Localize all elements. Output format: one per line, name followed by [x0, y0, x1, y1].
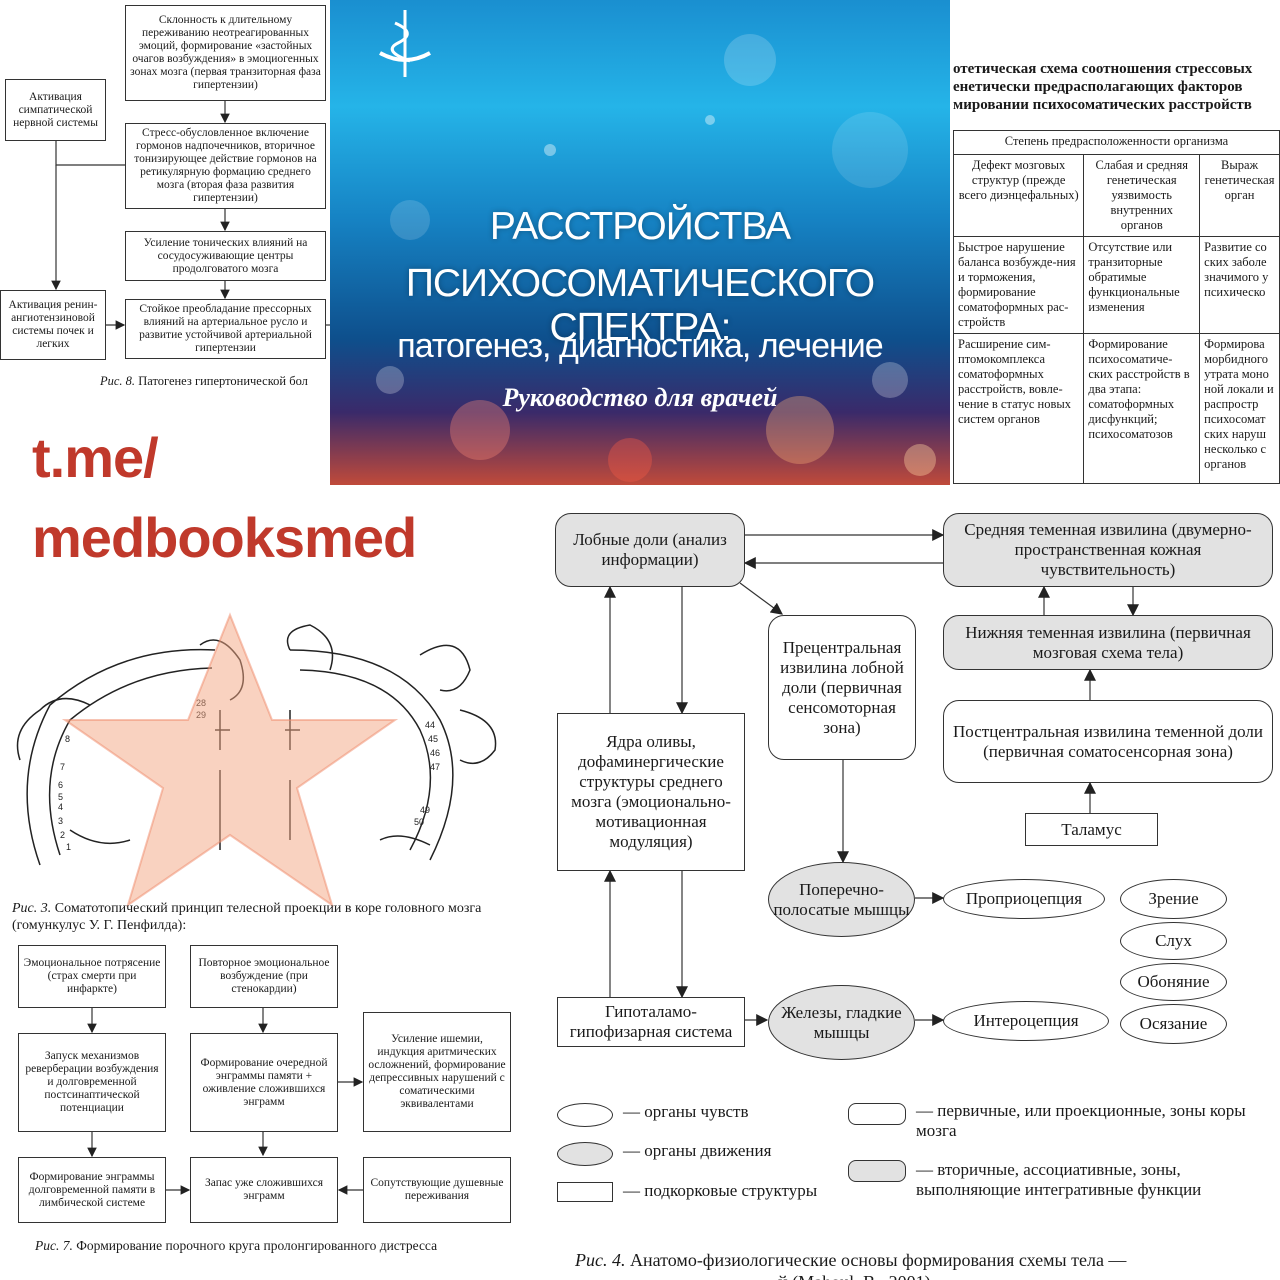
mid-parietal-box: Средняя теменная извилина (двумерно-прос…	[943, 513, 1273, 587]
distress-box-shock: Эмоциональное потрясение (страх смерти п…	[18, 945, 166, 1008]
hypertension-box-tonic: Усиление тонических влияний на сосудосуж…	[125, 231, 326, 281]
svg-text:5: 5	[58, 792, 63, 802]
legend-primary-label: — первичные, или проекционные, зоны коры…	[916, 1101, 1246, 1140]
table-cell: Формирова морбидного утрата моно ной лок…	[1199, 333, 1280, 484]
star-watermark-icon	[61, 612, 399, 908]
svg-text:45: 45	[428, 734, 438, 744]
table-col-header: Выраж генетическая орган	[1199, 154, 1280, 237]
distress-box-engram-stock: Запас уже сложившихся энграмм	[190, 1157, 338, 1223]
cover-bubbles	[376, 34, 936, 482]
thalamus-box: Таламус	[1025, 813, 1158, 846]
hearing-oval: Слух	[1120, 922, 1227, 960]
cover-title-line2: ПСИХОСОМАТИЧЕСКОГО СПЕКТРА:	[405, 262, 875, 349]
svg-text:44: 44	[425, 720, 435, 730]
svg-text:1: 1	[66, 842, 71, 852]
cover-subtitle: патогенез, диагностика, лечение	[397, 327, 883, 365]
table-header: Степень предрасположенности организма	[953, 130, 1280, 155]
table-cell: Быстрое нарушение баланса возбужде-ния и…	[952, 236, 1085, 334]
svg-text:47: 47	[430, 762, 440, 772]
touch-oval: Осязание	[1120, 1004, 1227, 1044]
legend-subcortical-label: — подкорковые структуры	[623, 1181, 818, 1200]
hypertension-box-sympathetic: Активация симпатической нервной системы	[5, 79, 106, 141]
figure-3-caption: Рис. 3. Соматотопический принцип телесно…	[12, 901, 482, 933]
svg-text:8: 8	[65, 734, 70, 744]
glands-oval: Железы, гладкие мышцы	[768, 985, 915, 1060]
book-cover: РАССТРОЙСТВА ПСИХОСОМАТИЧЕСКОГО СПЕКТРА:…	[330, 0, 950, 485]
table-cell: Формирование психосоматиче-ских расстрой…	[1083, 333, 1201, 484]
figure-8-caption: Рис. 8. Патогенез гипертонической бол	[100, 374, 308, 388]
legend-motor-swatch	[557, 1142, 613, 1166]
olive-nuclei-box: Ядра оливы, дофаминергические структуры …	[557, 713, 745, 871]
legend-primary-swatch	[848, 1103, 906, 1125]
cover-title-line1: РАССТРОЙСТВА	[489, 205, 791, 248]
table-cell: Развитие со ских заболе значимого у псих…	[1199, 236, 1280, 334]
lower-parietal-box: Нижняя теменная извилина (первичная мозг…	[943, 615, 1273, 670]
svg-text:2: 2	[60, 830, 65, 840]
svg-text:50: 50	[414, 817, 424, 827]
svg-text:49: 49	[420, 805, 430, 815]
telegram-link-line2: medbooksmed	[32, 506, 417, 569]
hypertension-box-phase2: Стресс-обусловленное включение гормонов …	[125, 123, 326, 209]
telegram-link-line1: t.me/	[32, 426, 159, 489]
caduceus-logo-icon	[379, 10, 431, 77]
postcentral-box: Постцентральная извилина теменной доли (…	[943, 700, 1273, 783]
distress-box-engram: Формирование очередной энграммы памяти +…	[190, 1033, 338, 1132]
svg-text:7: 7	[60, 762, 65, 772]
legend-sense-swatch	[557, 1103, 613, 1127]
legend-secondary-label: — вторичные, ассоциативные, зоны, выполн…	[916, 1160, 1202, 1199]
figure-4-caption: Рис. 4. Анатомо-физиологические основы ф…	[575, 1250, 1127, 1270]
figure-7-caption: Рис. 7. Формирование порочного круга про…	[35, 1238, 438, 1253]
hypertension-box-pressor: Стойкое преобладание прессорных влияний …	[125, 299, 326, 359]
svg-text:3: 3	[58, 816, 63, 826]
hypothalamus-box: Гипоталамо-гипофизарная система	[557, 997, 745, 1047]
proprioception-oval: Проприоцепция	[943, 879, 1105, 919]
distress-box-reverberation: Запуск механизмов реверберации возбужден…	[18, 1033, 166, 1132]
table-cell: Расширение сим-птомокомплекса соматоформ…	[952, 333, 1085, 484]
legend-secondary-swatch	[848, 1160, 906, 1182]
legend-subcortical-swatch	[557, 1182, 613, 1202]
hypertension-box-renin: Активация ренин-ангиотензиновой системы …	[0, 290, 106, 360]
table-title: отетическая схема соотношения стрессовых…	[953, 61, 1253, 113]
distress-box-ischemia: Усиление ишемии, индукция аритмических о…	[363, 1012, 511, 1132]
figure-4-caption-line2: …й (Mahoul, B., 2001)	[760, 1272, 931, 1280]
predisposition-table: Степень предрасположенности организма Де…	[952, 130, 1280, 484]
cover-guide-label: Руководство для врачей	[502, 383, 778, 412]
precentral-box: Прецентральная извилина лобной доли (пер…	[768, 615, 916, 760]
striated-muscles-oval: Поперечно-полосатые мышцы	[768, 862, 915, 937]
table-col-header: Дефект мозговых структур (прежде всего д…	[952, 154, 1085, 237]
svg-text:6: 6	[58, 780, 63, 790]
svg-text:46: 46	[430, 748, 440, 758]
hypertension-box-phase1: Склонность к длительному переживанию нео…	[125, 5, 326, 101]
vision-oval: Зрение	[1120, 879, 1227, 919]
table-cell: Отсутствие или транзиторные обратимые фу…	[1083, 236, 1201, 334]
smell-oval: Обоняние	[1120, 963, 1227, 1001]
table-col-header: Слабая и средняя генетическая уязвимость…	[1083, 154, 1201, 237]
frontal-lobes-box: Лобные доли (анализ информации)	[555, 513, 745, 587]
distress-box-repeat: Повторное эмоциональное возбуждение (при…	[190, 945, 338, 1008]
distress-box-experiences: Сопутствующие душевные переживания	[363, 1157, 511, 1223]
legend-sense-label: — органы чувств	[623, 1102, 749, 1121]
interoception-oval: Интероцепция	[943, 1001, 1109, 1041]
legend-motor-label: — органы движения	[623, 1141, 772, 1160]
svg-text:4: 4	[58, 802, 63, 812]
distress-box-longterm-memory: Формирование энграммы долговременной пам…	[18, 1157, 166, 1223]
